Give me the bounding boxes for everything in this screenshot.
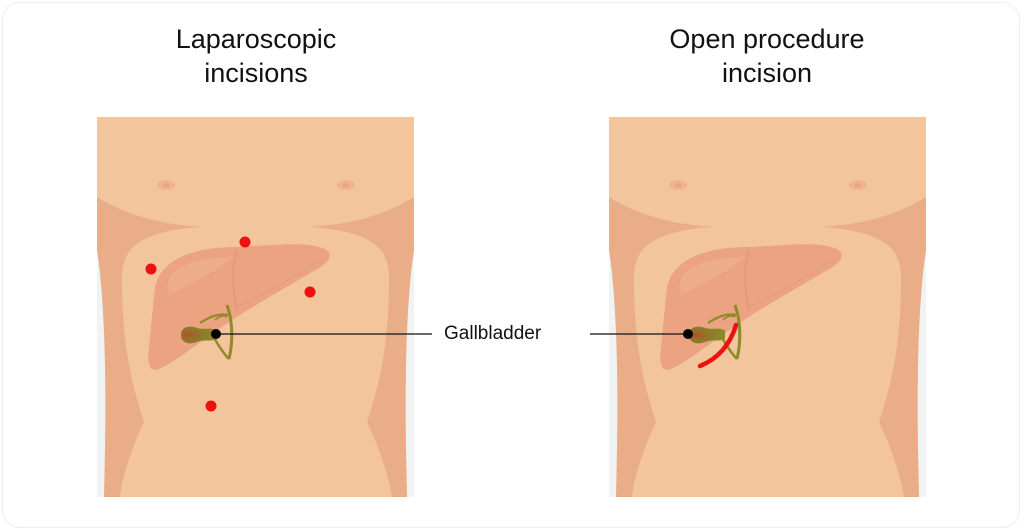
torso-shape	[608, 116, 927, 498]
incision-dot	[304, 286, 316, 298]
laparoscopic-incisions	[145, 236, 316, 412]
torso-laparoscopic	[96, 116, 415, 498]
incision-dot	[239, 236, 251, 248]
title-line: Laparoscopic	[175, 24, 337, 54]
title-line: incision	[721, 58, 813, 88]
leader-dot-right	[683, 329, 693, 339]
leader-dot-left	[211, 329, 221, 339]
torso-shape	[96, 116, 415, 498]
title-line: incisions	[204, 58, 308, 88]
incision-dot	[145, 263, 157, 275]
gallbladder-label: Gallbladder	[444, 323, 542, 344]
incision-dot	[205, 400, 217, 412]
torso-open	[608, 116, 927, 498]
panel-title-open: Open procedure incision	[587, 22, 947, 90]
title-line: Open procedure	[669, 24, 865, 54]
panel-title-laparoscopic: Laparoscopic incisions	[76, 22, 436, 90]
open-incision	[697, 322, 739, 369]
